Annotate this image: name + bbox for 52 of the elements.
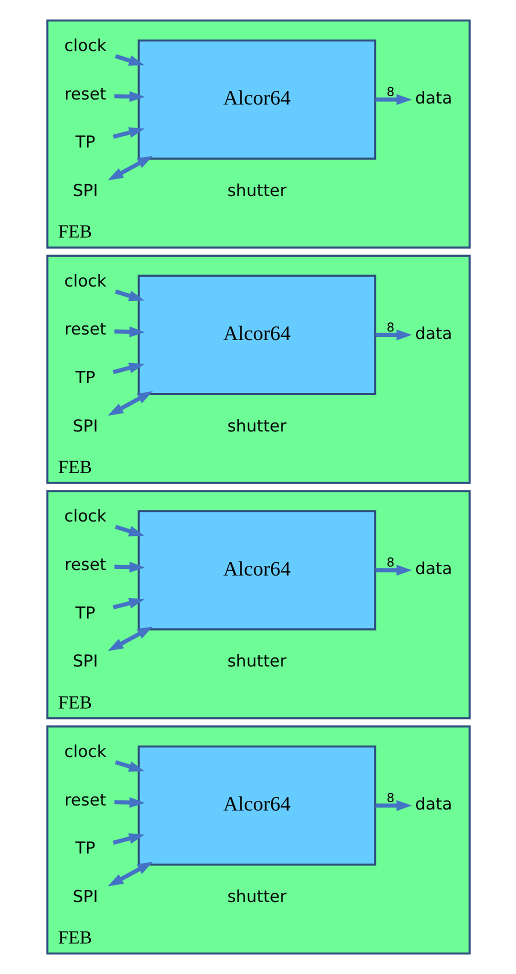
arrow <box>112 833 144 845</box>
arrow <box>112 598 144 610</box>
node-text: reset <box>64 320 106 339</box>
node-text: TP <box>74 132 95 152</box>
node-text: data <box>414 324 452 343</box>
label: shutter <box>226 180 286 200</box>
label: shutter <box>226 416 286 436</box>
arrow <box>112 127 144 139</box>
label: shutter <box>226 652 286 671</box>
arrow <box>114 326 144 338</box>
node-text: SPI <box>72 180 98 200</box>
node-text: SPI <box>72 416 98 436</box>
arrow <box>107 862 152 886</box>
node-text: clock <box>64 271 106 290</box>
arrow <box>114 290 144 302</box>
node-text: reset <box>64 790 106 810</box>
node-text: reset <box>64 84 106 104</box>
label: shutter <box>226 886 286 906</box>
arrow <box>114 797 144 808</box>
arrow <box>374 94 412 106</box>
node-text: reset <box>64 555 106 574</box>
node-text: data <box>414 559 452 578</box>
node-text: clock <box>64 742 106 762</box>
node-box: Alcor64 <box>137 745 376 866</box>
arrow <box>374 564 412 576</box>
arrow <box>114 760 144 772</box>
node-text: clock <box>64 506 106 526</box>
arrow <box>114 562 144 573</box>
node-box: Alcor64 <box>137 510 376 630</box>
node-text: data <box>414 88 452 108</box>
arrow <box>107 391 152 416</box>
edge-label: 8 <box>386 791 394 806</box>
node-text: SPI <box>72 886 98 906</box>
edge-label: 8 <box>386 85 394 100</box>
node-text: TP <box>74 838 95 858</box>
node-text: TP <box>74 603 95 622</box>
arrow <box>374 800 412 811</box>
node-text: clock <box>64 36 106 56</box>
node-box: Alcor64 <box>137 39 376 160</box>
edge-label: 8 <box>386 556 394 570</box>
arrow <box>374 330 412 340</box>
arrow <box>114 54 144 66</box>
arrow <box>114 524 144 536</box>
arrow <box>112 362 144 374</box>
arrow <box>107 156 152 180</box>
arrow <box>114 91 144 102</box>
arrow <box>107 626 152 652</box>
edge-label: 8 <box>386 320 394 334</box>
node-text: data <box>414 794 452 814</box>
node-box: Alcor64 <box>137 274 376 396</box>
node-text: SPI <box>72 652 98 671</box>
node-text: TP <box>74 368 95 388</box>
